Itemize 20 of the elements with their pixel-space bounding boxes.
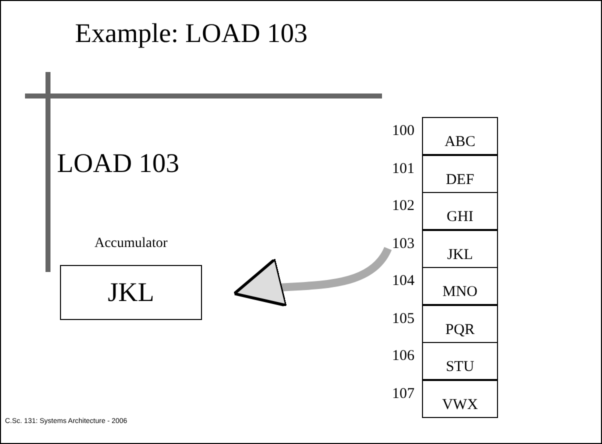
memory-cell: VWX	[422, 380, 498, 418]
address-label: 104	[392, 273, 414, 290]
address-label: 105	[392, 310, 414, 328]
address-label: 103	[392, 236, 414, 252]
memory-cell: DEF	[422, 154, 498, 192]
address-label: 106	[392, 348, 414, 365]
memory-cell: GHI	[422, 192, 498, 230]
memory-cell: STU	[422, 342, 498, 380]
address-label: 102	[392, 198, 414, 215]
memory-cell: JKL	[422, 230, 498, 268]
address-label: 101	[392, 160, 414, 178]
instruction-text: LOAD 103	[57, 148, 180, 179]
memory-cell: PQR	[422, 304, 498, 342]
address-label: 100	[392, 123, 414, 140]
slide-title: Example: LOAD 103	[75, 18, 308, 49]
register-label: Accumulator	[93, 236, 169, 253]
address-label: 107	[392, 386, 414, 402]
memory-cell: ABC	[422, 117, 498, 155]
memory-cell: MNO	[422, 267, 498, 305]
register-box: JKL	[60, 265, 202, 320]
